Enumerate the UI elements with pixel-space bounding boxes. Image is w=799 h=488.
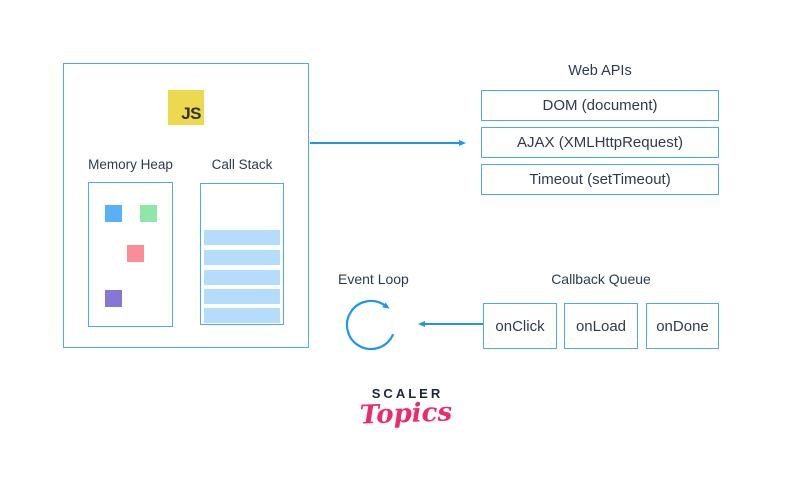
event-loop-cycle-icon [344,298,398,352]
web-api-item-timeout: Timeout (setTimeout) [481,164,719,195]
call-stack-frame [204,270,280,285]
callback-item-ondone: onDone [646,303,719,349]
call-stack-frame [204,250,280,265]
callback-to-eventloop-arrow-icon [412,316,484,332]
call-stack-frame [204,308,280,323]
memory-heap-label: Memory Heap [88,157,173,172]
call-stack-frame [204,230,280,245]
heap-object-square [140,205,157,222]
runtime-to-webapis-arrow-icon [309,135,473,151]
javascript-logo-icon: JS [168,90,204,125]
web-api-item-dom: DOM (document) [481,90,719,121]
web-api-item-ajax: AJAX (XMLHttpRequest) [481,127,719,158]
callback-queue-title: Callback Queue [551,271,651,287]
brand-name: SCALER [371,386,444,401]
heap-object-square [127,245,144,262]
event-loop-label: Event Loop [338,271,409,287]
heap-object-square [105,290,122,307]
heap-object-square [105,205,122,222]
web-apis-title: Web APIs [568,63,632,79]
scaler-topics-logo: SCALER Topics [346,386,466,431]
callback-item-onload: onLoad [564,303,638,349]
memory-heap-box [88,182,173,327]
call-stack-box [200,183,284,325]
callback-item-onclick: onClick [483,303,557,349]
call-stack-frame [204,289,280,304]
call-stack-label: Call Stack [211,157,273,172]
brand-product: Topics [359,397,453,431]
